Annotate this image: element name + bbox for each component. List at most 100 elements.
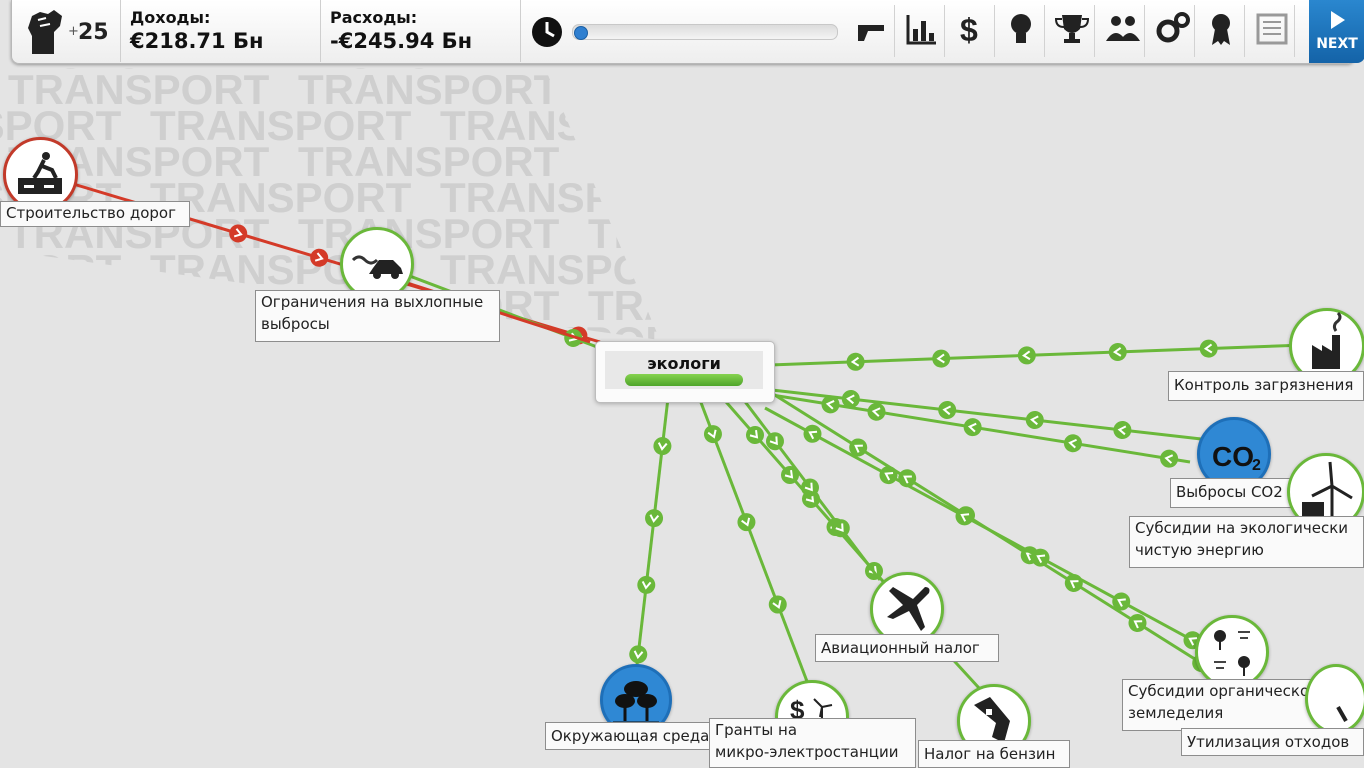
dollar-button[interactable]: $ [948, 5, 995, 57]
gears-button[interactable] [1148, 5, 1195, 57]
fuel-nozzle-icon [974, 697, 1010, 743]
factory-icon [1312, 311, 1342, 369]
flow-arrow-marker [1031, 548, 1050, 567]
flow-arrow-marker [703, 425, 722, 444]
dollar-turbine-icon: $ [790, 695, 833, 727]
ecologists-group-card[interactable]: экологи [595, 341, 775, 403]
trophy-icon [1054, 15, 1090, 43]
ecologists-approval-bar [625, 374, 743, 386]
next-turn-button[interactable]: NEXT [1309, 0, 1364, 63]
microgeneration-label[interactable]: Гранты на микро-электростанции [709, 718, 916, 768]
turn-timer [520, 0, 846, 62]
co2-icon-sub: 2 [1252, 457, 1261, 474]
flow-arrow-marker [746, 426, 764, 444]
svg-text:$: $ [790, 695, 805, 725]
petrol-tax-label[interactable]: Налог на бензин [918, 740, 1070, 768]
newspaper-icon [1256, 13, 1288, 45]
flow-arrow-marker [637, 575, 656, 594]
flow-arrow-marker [803, 424, 822, 443]
ecologists-title: экологи [647, 354, 721, 373]
wind-solar-icon [1302, 461, 1353, 516]
flow-arrow-marker [1017, 346, 1036, 365]
medal-icon [1212, 14, 1230, 45]
exhaust-limits-label-line2: выбросы [261, 315, 330, 333]
microgeneration-label-line1: Гранты на [715, 721, 798, 739]
lightbulb-button[interactable] [998, 5, 1045, 57]
co2-to-ecologists-link [771, 388, 1211, 442]
play-icon [1331, 11, 1345, 29]
waste-recycling-label[interactable]: Утилизация отходов [1181, 728, 1364, 756]
watermark-word: TRANSPORT [0, 102, 122, 149]
flow-arrow-marker [867, 402, 886, 421]
waste-recycling-node[interactable] [1305, 664, 1364, 734]
flow-arrow-marker [737, 513, 756, 532]
turn-progress-knob [574, 26, 588, 40]
car-exhaust-icon [351, 255, 403, 279]
flow-arrow-marker [1199, 339, 1218, 358]
dollar-icon: $ [960, 12, 978, 47]
flow-arrow-marker [310, 248, 329, 267]
income-value: €218.71 Бн [130, 29, 264, 53]
flow-arrow-marker [846, 352, 865, 371]
environment-label[interactable]: Окружающая среда [545, 722, 722, 750]
flow-arrow-marker [1108, 343, 1127, 361]
turn-progress-track [572, 24, 838, 40]
svg-text:$: $ [960, 12, 978, 47]
flow-arrow-marker [932, 349, 951, 368]
flow-arrow-marker [645, 509, 664, 528]
road-construction-label[interactable]: Строительство дорог [0, 201, 190, 227]
newspaper-button[interactable] [1248, 5, 1295, 57]
chart-icon [906, 15, 936, 45]
pollution-control-label[interactable]: Контроль загрязнения [1168, 371, 1364, 401]
flow-arrow-marker [849, 438, 868, 457]
flow-arrow-marker [229, 224, 248, 243]
watermark-word: TRANSPORT [0, 30, 202, 77]
road-worker-icon [18, 152, 62, 194]
flow-arrow-marker [1025, 411, 1044, 429]
lightbulb-icon [1011, 14, 1031, 43]
microgeneration-label-line2: микро-электростанции [715, 743, 899, 761]
crops-icon [1214, 630, 1250, 676]
flow-arrow-marker [879, 466, 898, 485]
political-capital[interactable]: + 25 [12, 0, 121, 62]
flow-arrow-marker [963, 418, 982, 437]
gun-button[interactable] [848, 5, 895, 57]
watermark-word: TRANSPORT [230, 30, 492, 77]
expense-panel[interactable]: Расходы: -€245.94 Бн [320, 0, 521, 62]
ecologists-to-microgeneration-link [698, 399, 810, 685]
watermark-word: TRANSPORT [150, 174, 412, 221]
trophy-button[interactable] [1048, 5, 1095, 57]
clean-energy-label[interactable]: Субсидии на экологически чистую энергию [1129, 516, 1364, 568]
people-icon [1106, 16, 1140, 41]
flow-arrow-marker [955, 507, 974, 526]
medal-button[interactable] [1198, 5, 1245, 57]
flow-arrow-marker [781, 466, 799, 484]
aviation-tax-node[interactable] [870, 572, 944, 646]
flow-arrow-marker [653, 437, 672, 456]
top-bar: + 25 Доходы: €218.71 Бн Расходы: -€245.9… [11, 0, 1364, 64]
organic-farming-label-line1: Субсидии органического [1128, 682, 1327, 700]
watermark-word: TRANSPORT [298, 210, 560, 257]
watermark-word: TRANSPORT [8, 66, 270, 113]
organic-farming-node[interactable] [1195, 615, 1269, 689]
organic-farming-label[interactable]: Субсидии органического земледелия [1122, 679, 1342, 731]
people-button[interactable] [1098, 5, 1145, 57]
flow-arrow-marker [1113, 421, 1132, 439]
flow-arrow-marker [1160, 449, 1179, 468]
ecologists-approval-track [625, 374, 743, 386]
exhaust-limits-label[interactable]: Ограничения на выхлопные выбросы [255, 290, 500, 342]
fist-icon [28, 10, 62, 54]
gun-icon [858, 25, 884, 41]
organic-farming-label-line2: земледелия [1128, 704, 1224, 722]
flow-arrow-marker [768, 595, 787, 614]
flow-arrow-marker [831, 519, 850, 538]
watermark-word: TRANSPORT [298, 138, 560, 185]
clean-energy-label-line1: Субсидии на экологически [1135, 519, 1349, 537]
co2-emissions-label[interactable]: Выбросы CO2 [1170, 478, 1298, 508]
flow-arrow-marker [1112, 592, 1131, 611]
chart-button[interactable] [898, 5, 945, 57]
aviation-tax-label[interactable]: Авиационный налог [815, 634, 999, 662]
expense-label: Расходы: [330, 8, 418, 27]
income-panel[interactable]: Доходы: €218.71 Бн [120, 0, 321, 62]
